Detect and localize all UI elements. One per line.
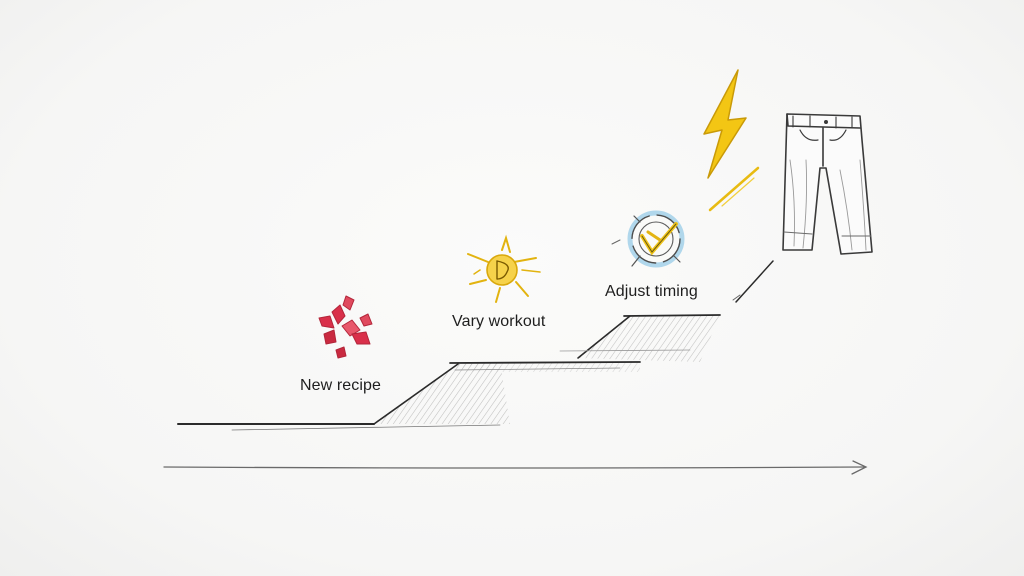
broken-pieces-icon	[318, 295, 373, 359]
lightning-bolt-icon	[703, 69, 760, 212]
step-label-adjust-timing: Adjust timing	[605, 283, 698, 300]
jeans-icon	[782, 113, 873, 255]
starburst-badge-icon	[467, 234, 541, 303]
circular-arrow-check-icon	[611, 210, 685, 268]
step-label-vary-workout: Vary workout	[452, 313, 546, 330]
timeline-arrow	[163, 460, 868, 475]
staircase-path	[177, 260, 774, 431]
step-label-new-recipe: New recipe	[300, 377, 382, 394]
